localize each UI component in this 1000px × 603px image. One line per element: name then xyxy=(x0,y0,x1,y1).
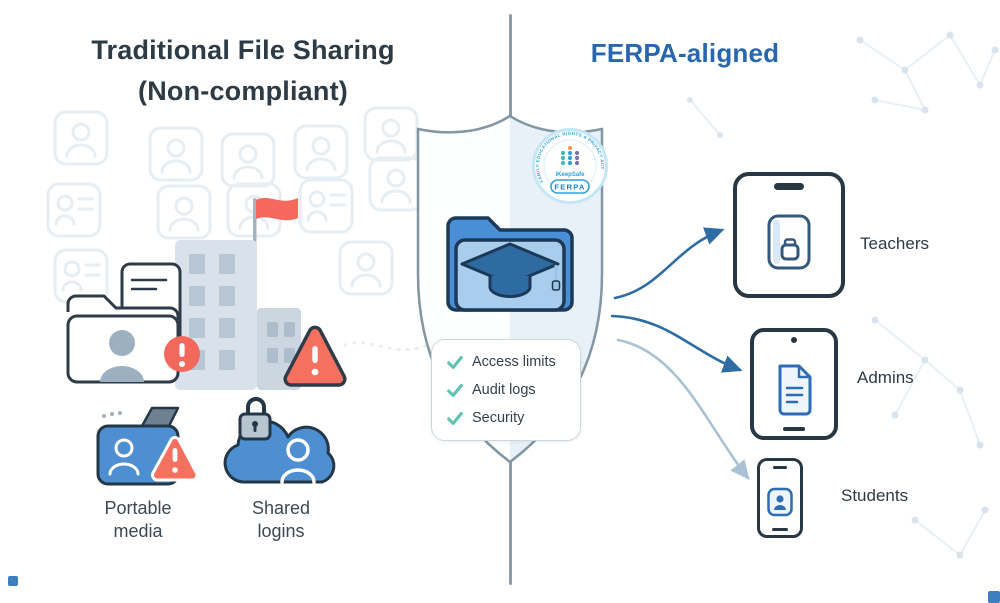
checkmark-icon xyxy=(447,411,463,425)
shared-logins-caption: Shared logins xyxy=(251,498,311,541)
red-flag xyxy=(256,197,298,221)
right-section-title: FERPA-aligned xyxy=(590,38,780,68)
folder-tab xyxy=(66,294,180,320)
teachers-device xyxy=(733,172,845,298)
checklist-item-label: Security xyxy=(472,410,525,426)
student-badge-icon xyxy=(767,487,793,517)
admin-document-icon xyxy=(778,364,812,415)
admins-device xyxy=(750,328,838,440)
network-pattern-background xyxy=(687,31,999,559)
checklist-item-label: Access limits xyxy=(472,354,556,370)
checklist-item: Access limits xyxy=(446,353,566,371)
tablet-home-bar xyxy=(783,427,805,431)
decor-corner-square xyxy=(988,591,1000,603)
tablet-camera-bar xyxy=(774,183,804,190)
tassel xyxy=(551,280,561,291)
portable-media-caption: Portable media xyxy=(104,498,172,541)
flag-pole xyxy=(253,198,257,246)
admins-device-screen xyxy=(754,343,834,436)
portable-media-icon xyxy=(96,406,199,486)
padlock-shackle xyxy=(246,397,266,414)
checklist-item-label: Audit logs xyxy=(472,382,536,398)
students-device-screen xyxy=(760,469,800,535)
tablet-camera-dot xyxy=(791,337,797,343)
student-record-folder-illustration xyxy=(66,262,200,384)
left-title-line1: Traditional File Sharing xyxy=(91,35,395,65)
person-head xyxy=(109,330,135,356)
shared-logins-icon xyxy=(223,397,336,484)
checklist-item: Audit logs xyxy=(446,381,566,399)
checklist-item: Security xyxy=(446,409,566,427)
left-section-title: Traditional File Sharing (Non-compliant) xyxy=(48,30,438,111)
recipient-label-teachers: Teachers xyxy=(860,234,929,253)
drive-flap xyxy=(140,406,180,428)
checkmark-icon xyxy=(447,355,463,369)
secure-folder-icon xyxy=(446,216,574,312)
left-title-line2: (Non-compliant) xyxy=(138,75,348,106)
faint-user-cards-background xyxy=(46,106,427,352)
phone-speaker xyxy=(773,466,787,469)
recipient-label-students: Students xyxy=(841,486,909,505)
decor-corner-square xyxy=(8,576,18,586)
students-device xyxy=(757,458,803,538)
center-divider-top xyxy=(509,14,512,118)
phone-home-bar xyxy=(772,528,788,531)
center-divider-bottom xyxy=(509,459,512,585)
warning-triangle-icon xyxy=(283,325,347,387)
ferpa-badge: FAMILY EDUCATIONAL RIGHTS & PRIVACY ACT … xyxy=(532,128,608,204)
school-building-illustration xyxy=(175,197,301,390)
recipient-label-admins: Admins xyxy=(857,368,914,387)
compliance-checklist: Access limits Audit logs Security xyxy=(431,339,581,441)
badge-brand-text: iKeepSafe xyxy=(555,172,585,178)
ikeepsafe-logo-icon xyxy=(560,145,580,166)
checkmark-icon xyxy=(447,383,463,397)
person-body xyxy=(100,366,144,382)
teachers-device-screen xyxy=(737,190,841,294)
teacher-file-icon xyxy=(767,214,811,270)
badge-ferpa-text: FERPA xyxy=(554,183,585,192)
